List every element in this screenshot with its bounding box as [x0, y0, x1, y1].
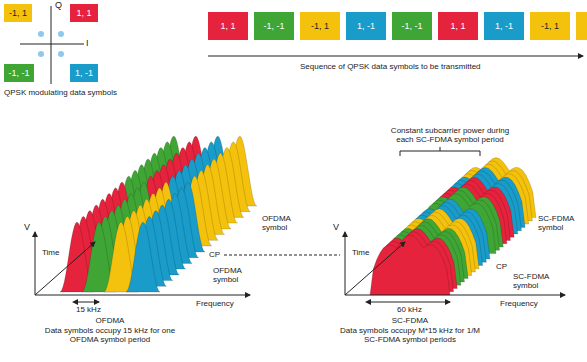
symbol-value: 1, 1: [220, 21, 235, 31]
symbol-period-label: OFDMA symbol: [262, 214, 302, 232]
symbol-value: 1, -1: [75, 68, 93, 78]
data-symbol-box: -1, 1: [530, 12, 570, 40]
axis-label: V: [333, 222, 339, 232]
symbol-value: 1, 1: [450, 21, 465, 31]
data-symbol-box: 1, 1: [438, 12, 478, 40]
scheme-note: Data symbols occupy 15 kHz for one OFDMA…: [30, 326, 190, 344]
bandwidth-label: 15 kHz: [76, 305, 101, 314]
axis-label: Frequency: [500, 299, 538, 308]
power-bracket: [400, 147, 480, 156]
symbol-value: 1, -1: [357, 21, 375, 31]
scheme-title: SC-FDMA: [335, 316, 485, 325]
constellation-symbol: 1, 1: [70, 4, 98, 22]
caption-label: Sequence of QPSK data symbols to be tran…: [300, 62, 481, 71]
axis-label: Time: [352, 248, 369, 257]
constellation-symbol: -1, 1: [4, 4, 32, 22]
axis-label: Q: [55, 0, 62, 10]
scheme-note: Data symbols occupy M*15 kHz for 1/M SC-…: [335, 326, 485, 344]
subcarrier-hump: [370, 235, 450, 295]
axis-label: Frequency: [196, 299, 234, 308]
symbol-period-label: SC-FDMA symbol: [513, 272, 559, 290]
symbol-value: 1, -1: [495, 21, 513, 31]
symbol-value: -1, 1: [541, 21, 559, 31]
constellation-symbol: -1, -1: [4, 64, 34, 82]
axis-label: Time: [42, 248, 59, 257]
data-symbol-box: -1, -1: [392, 12, 432, 40]
axis-label: V: [24, 222, 30, 232]
symbol-period-label: SC-FDMA symbol: [538, 214, 584, 232]
data-symbol-box: -1, -1: [254, 12, 294, 40]
data-symbol-box: 1, 1: [208, 12, 248, 40]
symbol-value: -1, 1: [311, 21, 329, 31]
axis-label: I: [86, 38, 89, 48]
symbol-value: 1, 1: [76, 8, 91, 18]
symbol-value: -1, -1: [263, 21, 284, 31]
cp-dashed-line: [224, 255, 340, 256]
cp-label: CP: [496, 262, 507, 271]
symbol-period-label: OFDMA symbol: [213, 266, 253, 284]
constellation-symbol: 1, -1: [70, 64, 98, 82]
scfdma-axes: [345, 232, 565, 302]
constellation-points: [38, 31, 64, 57]
partial-symbol: [576, 12, 587, 40]
bandwidth-label: 60 kHz: [397, 305, 422, 314]
data-symbol-box: -1, 1: [300, 12, 340, 40]
symbol-value: -1, 1: [9, 8, 27, 18]
symbol-value: -1, -1: [8, 68, 29, 78]
data-symbol-box: 1, -1: [346, 12, 386, 40]
scheme-title: OFDMA: [30, 316, 190, 325]
callout-note: Constant subcarrier power during each SC…: [390, 126, 510, 144]
cp-label: CP: [209, 250, 220, 259]
data-symbol-box: 1, -1: [484, 12, 524, 40]
sequence-arrow: [208, 56, 583, 57]
subcarrier-hump: [126, 222, 160, 292]
symbol-value: -1, -1: [401, 21, 422, 31]
caption-label: QPSK modulating data symbols: [4, 88, 117, 97]
subcarrier-humps: [60, 136, 536, 295]
